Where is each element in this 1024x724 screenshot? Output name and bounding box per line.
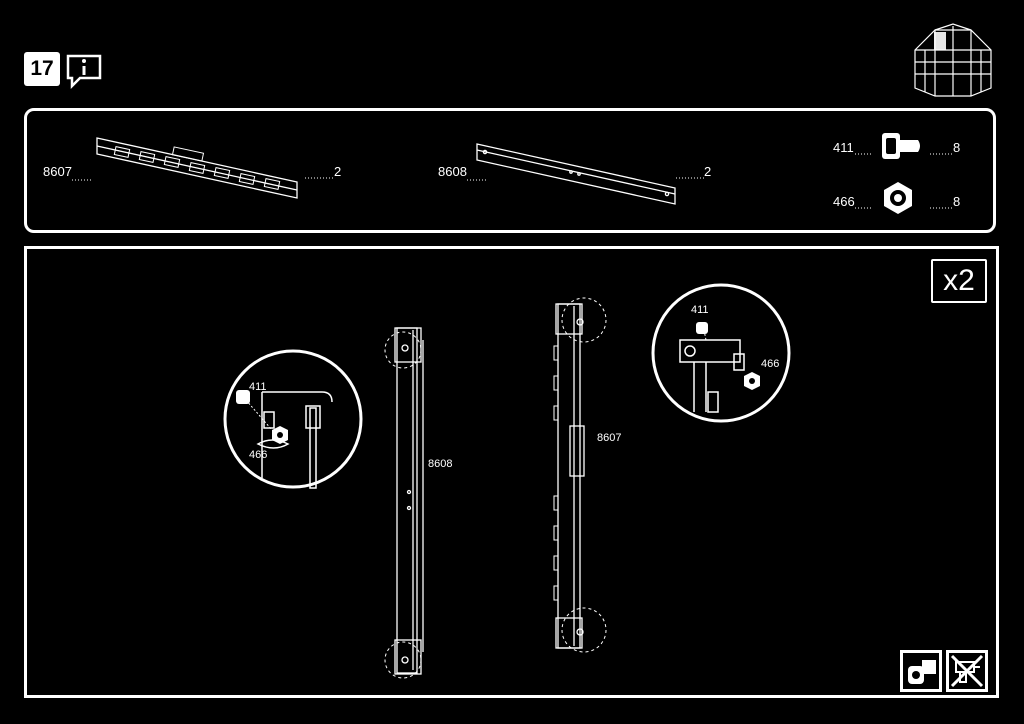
dotted-leader	[72, 179, 92, 181]
gazebo-icon	[914, 23, 992, 97]
right-detail-label-466: 466	[761, 358, 780, 370]
assembly-panel	[24, 246, 999, 698]
rail-8607-label: 8607	[597, 432, 622, 444]
dotted-leader	[855, 153, 873, 155]
left-detail-zoom	[223, 349, 363, 489]
dotted-leader	[930, 207, 954, 209]
part-qty-8607: 2	[334, 164, 342, 179]
right-detail-label-411: 411	[691, 304, 709, 316]
multiplier-badge: x2	[931, 259, 987, 303]
part-qty-466: 8	[953, 194, 961, 209]
socket-wrench-icon	[900, 650, 942, 692]
dotted-leader	[930, 153, 954, 155]
right-detail-zoom	[651, 283, 791, 423]
step-number-badge: 17	[24, 52, 60, 86]
nut-466-part-image	[884, 182, 912, 214]
rail-8608-assembly	[384, 327, 424, 679]
part-qty-8608: 2	[704, 164, 712, 179]
rail-8608-part-image	[476, 143, 676, 205]
dotted-leader	[855, 207, 873, 209]
parts-list-panel	[24, 108, 996, 233]
dotted-leader	[305, 177, 333, 179]
no-power-drill-icon	[946, 650, 988, 692]
rail-8607-part-image	[96, 137, 298, 199]
part-code-411: 411	[833, 140, 854, 155]
dotted-leader	[467, 179, 487, 181]
part-code-8607: 8607	[43, 164, 72, 179]
rail-8607-assembly	[553, 297, 607, 653]
bolt-411-part-image	[882, 133, 920, 159]
info-icon	[66, 54, 102, 90]
left-detail-label-466: 466	[249, 449, 268, 461]
part-qty-411: 8	[953, 140, 961, 155]
dotted-leader	[676, 177, 704, 179]
left-detail-label-411: 411	[249, 381, 267, 393]
part-code-8608: 8608	[438, 164, 467, 179]
rail-8608-label: 8608	[428, 458, 453, 470]
part-code-466: 466	[833, 194, 855, 209]
